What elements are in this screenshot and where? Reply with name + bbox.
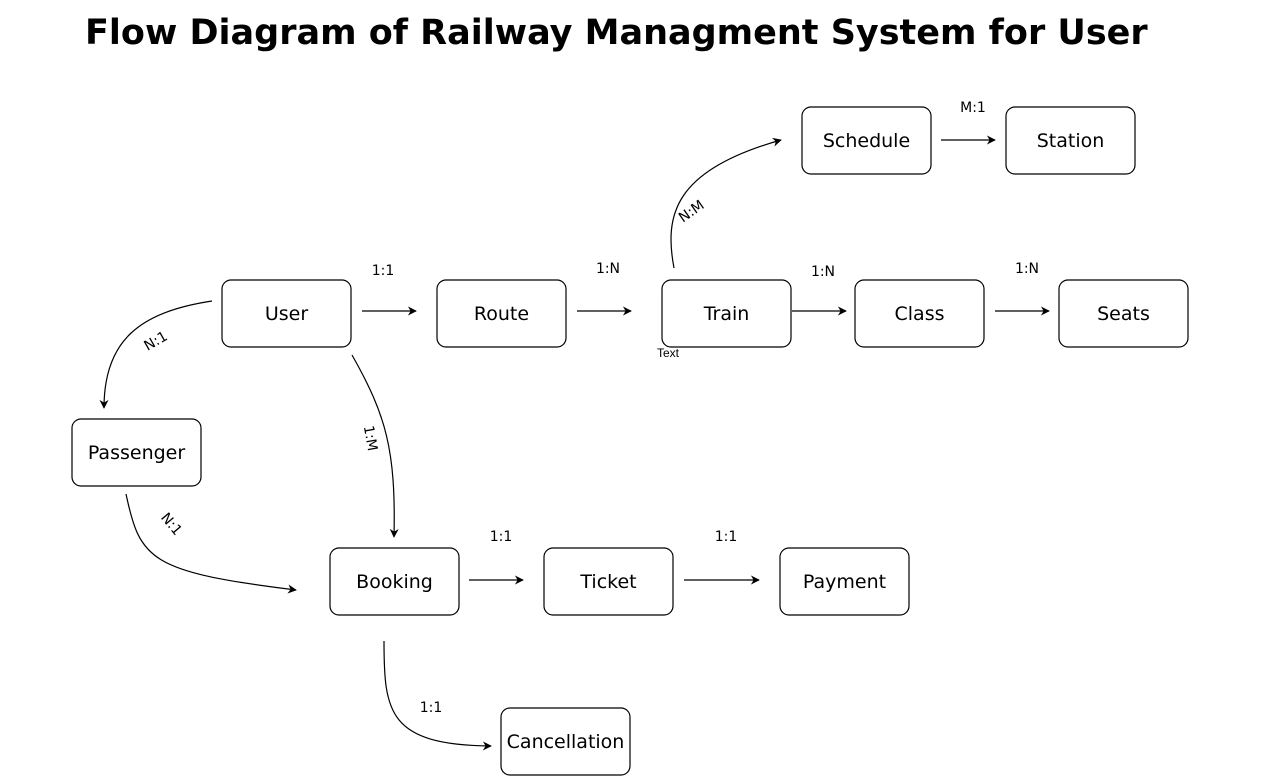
node-ticket[interactable]: Ticket xyxy=(543,547,674,616)
edge-booking-cancellation xyxy=(383,640,492,751)
node-seats[interactable]: Seats xyxy=(1058,279,1189,348)
node-schedule[interactable]: Schedule xyxy=(801,106,932,175)
node-cancellation[interactable]: Cancellation xyxy=(500,707,631,776)
node-cancellation-label: Cancellation xyxy=(507,731,625,753)
node-class[interactable]: Class xyxy=(854,279,985,348)
node-route[interactable]: Route xyxy=(436,279,567,348)
node-route-label: Route xyxy=(474,303,529,325)
node-station[interactable]: Station xyxy=(1005,106,1136,175)
node-user-label: User xyxy=(265,303,308,325)
label-booking-ticket: 1:1 xyxy=(490,529,513,545)
diagram-title: Flow Diagram of Railway Managment System… xyxy=(85,13,1148,53)
label-class-seats: 1:N xyxy=(1015,261,1039,277)
label-train-schedule: N:M xyxy=(676,197,708,226)
edge-passenger-booking xyxy=(125,493,297,594)
nodes: User Route Train Class Seats Schedule St… xyxy=(71,106,1189,776)
text-annotation: Text xyxy=(657,346,680,360)
node-class-label: Class xyxy=(895,303,945,325)
node-user[interactable]: User xyxy=(221,279,352,348)
label-schedule-station: M:1 xyxy=(960,100,986,116)
node-ticket-label: Ticket xyxy=(579,571,636,593)
node-schedule-label: Schedule xyxy=(823,130,910,152)
cardinality-labels: 1:1 1:N 1:N 1:N M:1 N:M N:1 1:M N:1 1:1 … xyxy=(142,100,1039,716)
label-user-booking: 1:M xyxy=(360,424,380,452)
node-seats-label: Seats xyxy=(1097,303,1150,325)
edges xyxy=(99,135,1050,751)
label-user-route: 1:1 xyxy=(372,263,395,279)
label-ticket-payment: 1:1 xyxy=(715,529,738,545)
edge-user-booking xyxy=(351,354,399,538)
label-route-train: 1:N xyxy=(596,261,620,277)
node-train-label: Train xyxy=(703,303,750,325)
label-train-class: 1:N xyxy=(811,264,835,280)
node-train[interactable]: Train xyxy=(661,279,792,348)
edge-train-schedule xyxy=(670,137,782,269)
node-booking-label: Booking xyxy=(356,571,433,593)
node-booking[interactable]: Booking xyxy=(329,547,460,616)
node-payment-label: Payment xyxy=(803,571,886,593)
node-payment[interactable]: Payment xyxy=(779,547,910,616)
label-passenger-booking: N:1 xyxy=(157,510,185,539)
node-passenger[interactable]: Passenger xyxy=(71,418,202,487)
label-booking-cancellation: 1:1 xyxy=(420,700,443,716)
node-passenger-label: Passenger xyxy=(88,442,186,464)
edge-user-passenger xyxy=(99,300,213,409)
label-user-passenger: N:1 xyxy=(142,329,171,355)
node-station-label: Station xyxy=(1037,130,1105,152)
